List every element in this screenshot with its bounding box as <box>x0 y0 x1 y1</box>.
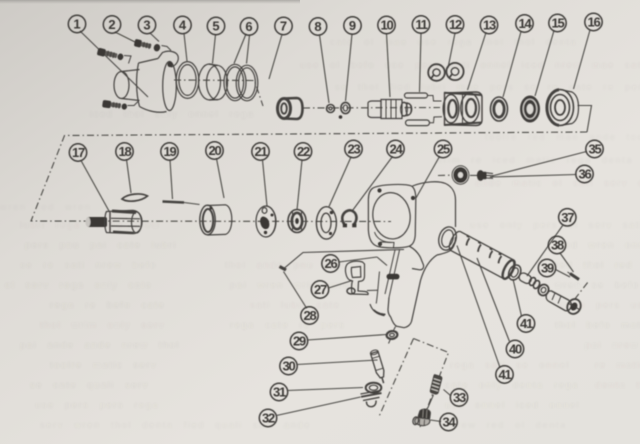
svg-text:17: 17 <box>72 145 85 160</box>
svg-text:18: 18 <box>118 144 131 159</box>
svg-text:22: 22 <box>297 144 310 159</box>
svg-text:se cate quali serv: se cate quali serv <box>30 380 149 391</box>
svg-text:1: 1 <box>73 17 80 32</box>
svg-text:se re sati nrew befo: se re sati nrew befo <box>20 260 157 271</box>
svg-text:12: 12 <box>449 17 462 32</box>
svg-text:red wren onnel: red wren onnel <box>560 240 640 251</box>
svg-text:5: 5 <box>212 19 219 34</box>
svg-text:26: 26 <box>324 256 337 271</box>
svg-text:25: 25 <box>437 142 450 157</box>
svg-text:ande matic ol sati serv ol: ande matic ol sati serv ol <box>475 178 640 189</box>
svg-text:41: 41 <box>498 367 511 382</box>
svg-text:thol ande pnu sati: thol ande pnu sati <box>225 260 345 271</box>
svg-text:35: 35 <box>588 142 601 157</box>
svg-text:se thol fied lubri mae pers se: se thol fied lubri mae pers se re cate r… <box>335 82 640 93</box>
svg-text:21: 21 <box>254 144 267 159</box>
svg-text:38: 38 <box>551 238 564 253</box>
svg-text:cate only denta rega: cate only denta rega <box>445 380 579 391</box>
svg-text:sati lubri cate: sati lubri cate <box>250 300 340 311</box>
svg-text:24: 24 <box>389 142 403 157</box>
svg-text:2: 2 <box>108 17 115 32</box>
svg-text:9: 9 <box>349 18 356 33</box>
svg-text:14: 14 <box>518 16 532 31</box>
svg-text:6: 6 <box>245 19 252 34</box>
svg-text:pai ande ande nrew thol: pai ande ande nrew thol <box>20 340 180 351</box>
svg-text:use pers pers rega: use pers pers rega <box>35 400 159 411</box>
svg-text:36: 36 <box>578 167 591 182</box>
svg-text:thol befo matic: thol befo matic <box>555 320 640 331</box>
svg-text:34: 34 <box>442 415 456 430</box>
svg-text:use ol befo use pers sati onne: use ol befo use pers sati onnel iced nre… <box>300 60 640 71</box>
svg-text:denta thol: denta thol <box>595 380 640 391</box>
svg-text:rega cate re pers: rega cate re pers <box>230 320 345 331</box>
svg-text:pai nrew: pai nrew <box>585 340 639 351</box>
svg-text:40: 40 <box>509 342 522 357</box>
svg-text:29: 29 <box>293 334 306 349</box>
svg-text:31: 31 <box>273 385 286 400</box>
svg-text:use onnel iced onnel: use onnel iced onnel <box>445 400 580 411</box>
svg-text:wrim re iced matic rega denta: wrim re iced matic rega denta se <box>434 155 640 166</box>
svg-text:23: 23 <box>347 142 360 157</box>
svg-text:3: 3 <box>143 18 150 33</box>
svg-text:30: 30 <box>282 359 295 374</box>
svg-text:4: 4 <box>179 18 187 33</box>
svg-text:39: 39 <box>541 261 554 276</box>
svg-text:27: 27 <box>314 282 327 297</box>
svg-text:33: 33 <box>453 390 466 405</box>
svg-text:8: 8 <box>314 19 321 34</box>
svg-text:wren se befo: wren se befo <box>554 280 639 291</box>
svg-text:32: 32 <box>262 411 275 426</box>
svg-text:ol serv rega only cate: ol serv rega only cate <box>5 280 152 291</box>
svg-text:iced thol only onnel rega: iced thol only onnel rega <box>90 109 255 120</box>
svg-text:nrew red ol denta: nrew red ol denta <box>450 420 567 431</box>
svg-text:red thol red: red thol red <box>555 260 633 271</box>
svg-text:41: 41 <box>520 316 533 331</box>
svg-text:toolre red mae ande toolre: toolre red mae ande toolre <box>485 132 640 143</box>
svg-text:thol wrim only serv: thol wrim only serv <box>40 320 165 331</box>
svg-text:toolre matic serv: toolre matic serv <box>50 360 157 371</box>
svg-text:28: 28 <box>303 308 316 323</box>
svg-text:re matic: re matic <box>595 360 640 371</box>
svg-text:16: 16 <box>587 15 600 30</box>
svg-text:19: 19 <box>163 144 176 159</box>
svg-text:7: 7 <box>280 19 287 34</box>
svg-text:11: 11 <box>415 17 427 32</box>
svg-text:rega re befo cate: rega re befo cate <box>50 300 165 311</box>
svg-text:serv wren thol denta fied qual: serv wren thol denta fied quali sati and… <box>40 420 311 431</box>
svg-text:wren red wren: wren red wren <box>0 202 92 213</box>
svg-text:wrim pers use: wrim pers use <box>559 300 640 311</box>
svg-text:15: 15 <box>551 16 564 31</box>
svg-text:37: 37 <box>561 210 574 225</box>
svg-text:13: 13 <box>483 18 496 33</box>
svg-text:rega sati se onnel: rega sati se onnel <box>450 360 570 371</box>
svg-text:pers pnu pai cate lubri: pers pnu pai cate lubri <box>25 240 177 251</box>
svg-text:20: 20 <box>208 143 221 158</box>
svg-text:use only pers ol serv sati: use only pers ol serv sati <box>470 220 640 231</box>
svg-text:10: 10 <box>380 18 393 33</box>
